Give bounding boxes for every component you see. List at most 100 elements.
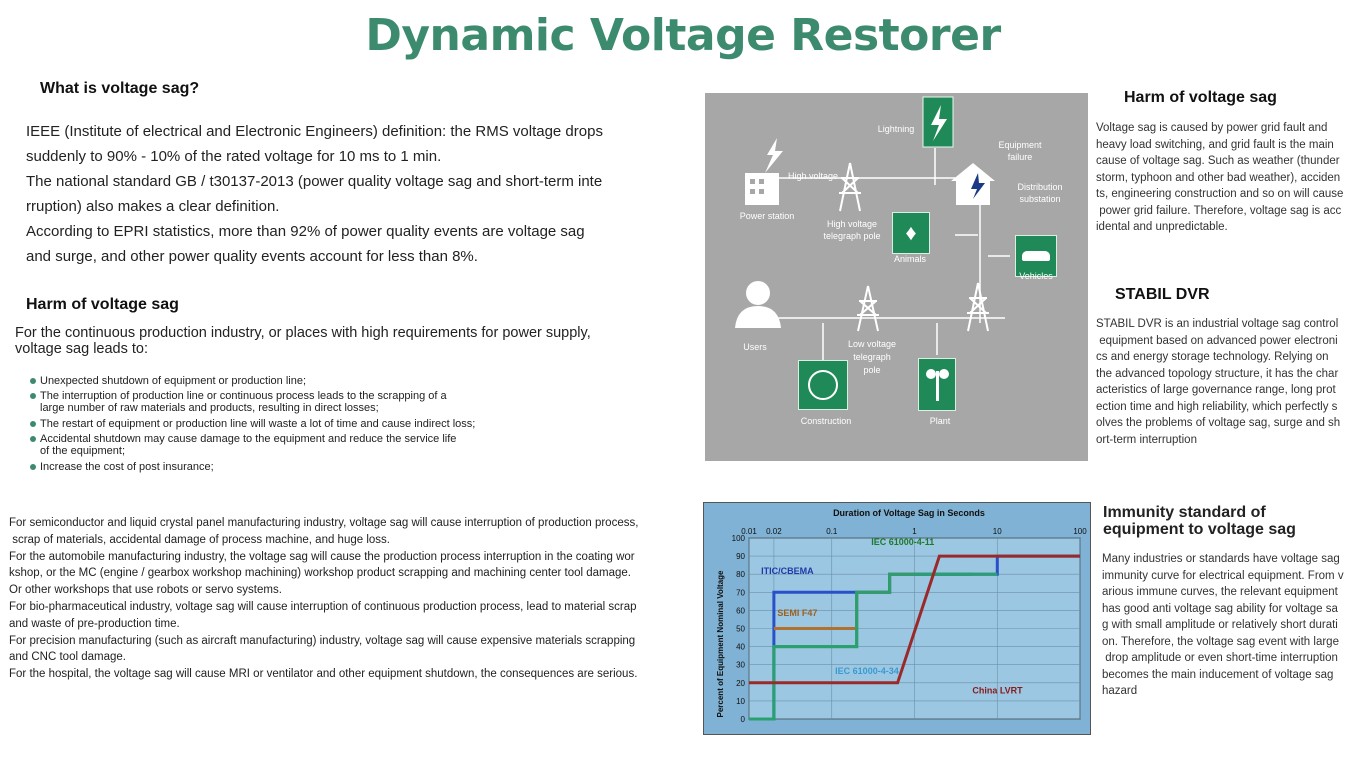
text-line: cs and energy storage technology. Relyin… [1096,351,1329,363]
bullet-text: of the equipment; [40,445,126,457]
x-tick-label: 100 [1073,527,1087,536]
text-line: has good anti voltage sag ability for vo… [1102,602,1338,615]
bullet-icon [30,421,36,427]
list-item: Increase the cost of post insurance; [30,461,560,476]
text-line: on. Therefore, the voltage sag event wit… [1102,635,1339,648]
y-tick-label: 80 [736,570,745,579]
tower-icon [839,162,861,212]
series-label: IEC 61000-4-11 [871,537,934,547]
label-line: failure [1007,152,1033,162]
text-line: equipment based on advanced power electr… [1096,334,1338,347]
industry-line: For the automobile manufacturing industr… [9,550,635,563]
bullet-text: The interruption of production line or c… [40,390,447,402]
bird-icon: ♦ [905,220,917,245]
harm-heading-right: Harm of voltage sag [1124,89,1277,106]
x-tick-label: 0.01 [741,527,757,536]
harm-intro: For the continuous production industry, … [15,325,705,357]
harm-right-text: Voltage sag is caused by power grid faul… [1096,120,1364,236]
harm-intro-line: For the continuous production industry, … [15,325,591,341]
definition-line: According to EPRI statistics, more than … [26,223,585,240]
bullet-text: Increase the cost of post insurance; [40,461,214,473]
industry-line: For precision manufacturing (such as air… [9,634,636,647]
stabil-text: STABIL DVR is an industrial voltage sag … [1096,316,1364,448]
worker-icon [808,370,838,400]
text-line: immunity curve for electrical equipment.… [1102,569,1344,582]
text-line: cause of voltage sag. Such as weather (t… [1096,155,1340,167]
y-tick-label: 70 [736,588,745,597]
power-station-label: Power station [739,211,795,221]
definition-line: IEEE (Institute of electrical and Electr… [26,123,603,140]
distribution-label: Distribution substation [1007,181,1073,205]
y-axis-label: Percent of Equipment Nominal Voltage [716,570,725,718]
industry-impact-text: For semiconductor and liquid crystal pan… [9,515,699,683]
chart-svg: Duration of Voltage Sag in Seconds Perce… [716,508,1087,724]
industry-line: kshop, or the MC (engine / gearbox works… [9,567,631,580]
text-line: arious immune curves, the relevant equip… [1102,586,1338,598]
harm-intro-line: voltage sag leads to: [15,341,149,357]
hv-pole-label: High voltage telegraph pole [813,218,891,242]
text-line: power grid failure. Therefore, voltage s… [1096,204,1342,217]
user-icon [746,281,770,305]
bullet-text: Unexpected shutdown of equipment or prod… [40,375,307,387]
construction-label: Construction [800,416,852,426]
y-tick-label: 10 [736,697,745,706]
sag-definition-heading: What is voltage sag? [40,80,200,97]
industry-line: For bio-pharmaceutical industry, voltage… [9,600,637,613]
text-line: STABIL DVR is an industrial voltage sag … [1096,318,1339,330]
lightning-label: Lightning [877,124,915,134]
text-line: acteristics of large governance range, l… [1096,384,1336,396]
y-tick-label: 90 [736,552,745,561]
leaf-icon [926,369,936,379]
series-label: ITIC/CBEMA [761,566,814,576]
text-line: olves the problems of voltage sag, surge… [1096,417,1341,429]
definition-line: The national standard GB / t30137-2013 (… [26,173,603,190]
series-label: SEMI F47 [777,608,817,618]
heading-line: equipment to voltage sag [1103,521,1296,538]
text-line: the advanced topology structure, it has … [1096,367,1339,380]
heading-line: Immunity standard of [1103,504,1266,521]
industry-line: For the hospital, the voltage sag will c… [9,668,638,681]
vehicles-box [1015,235,1057,277]
plant-label: Plant [929,416,951,426]
sag-definition-text: IEEE (Institute of electrical and Electr… [26,119,706,269]
label-line: Distribution [1017,182,1063,192]
y-tick-label: 0 [741,715,746,724]
label-line: telegraph pole [823,231,881,241]
bullet-icon [30,393,36,399]
text-line: storm, typhoon and other bad weather), a… [1096,171,1341,184]
animals-box: ♦ [892,212,930,254]
y-tick-label: 40 [736,643,745,652]
definition-line: rruption) also makes a clear definition. [26,198,280,215]
voltage-sag-immunity-chart: Duration of Voltage Sag in Seconds Perce… [703,502,1091,735]
list-item: The interruption of production line or c… [30,390,560,418]
tower-icon [857,282,989,332]
bullet-icon [30,378,36,384]
x-tick-label: 1 [912,527,917,536]
immunity-text: Many industries or standards have voltag… [1102,551,1364,700]
industry-line: scrap of materials, accidental damage of… [9,533,390,546]
series-label: China LVRT [972,686,1023,696]
label-line: High voltage [826,219,878,229]
voltage-sag-causes-diagram: ♦ Lightning High voltage Power station H… [705,93,1088,461]
label-line: pole [863,365,881,375]
industry-line: and waste of pre-production time. [9,617,180,630]
list-item: Unexpected shutdown of equipment or prod… [30,375,560,390]
lightning-bolt-icon [765,138,783,173]
text-line: Voltage sag is caused by power grid faul… [1096,122,1328,134]
text-line: Many industries or standards have voltag… [1102,553,1340,565]
industry-line: Or other workshops that use robots or se… [9,584,282,597]
page-title: Dynamic Voltage Restorer [365,10,1001,61]
text-line: idental and unpredictable. [1096,221,1228,233]
high-voltage-label: High voltage [787,171,839,181]
definition-line: suddenly to 90% - 10% of the rated volta… [26,148,442,165]
definition-line: and surge, and other power quality event… [26,248,478,265]
text-line: ection time and high reliability, which … [1096,400,1338,413]
text-line: becomes the main inducement of voltage s… [1102,668,1334,681]
users-label: Users [743,342,767,352]
list-item: The restart of equipment or production l… [30,418,560,433]
label-line: substation [1019,194,1061,204]
text-line: ort-term interruption [1096,433,1197,446]
y-tick-label: 60 [736,606,745,615]
y-tick-label: 20 [736,679,745,688]
list-item: Accidental shutdown may cause damage to … [30,433,560,461]
